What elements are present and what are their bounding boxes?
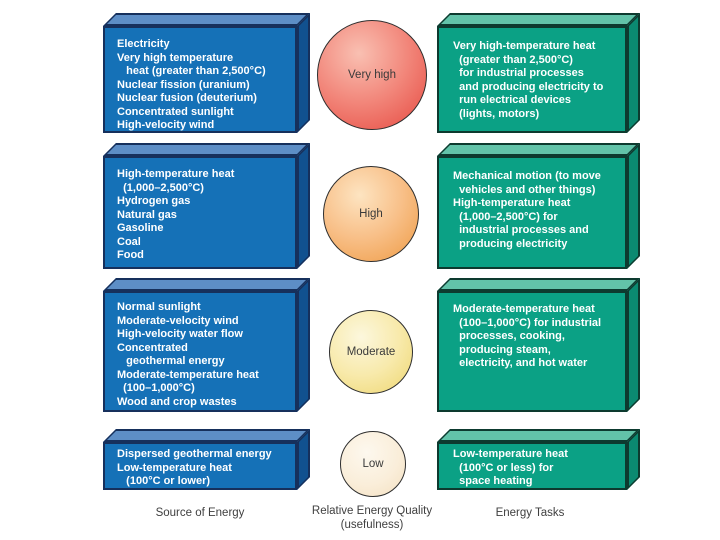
quality-label-low: Low xyxy=(362,458,384,470)
box-side-edge xyxy=(627,13,640,133)
quality-circle-high: High xyxy=(323,166,419,262)
box-side-edge xyxy=(297,429,310,490)
source-list-low: Dispersed geothermal energy Low-temperat… xyxy=(117,448,272,487)
tasks-box-high: Mechanical motion (to move vehicles and … xyxy=(437,143,640,269)
quality-label-moderate: Moderate xyxy=(346,346,396,358)
box-side-edge xyxy=(627,429,640,490)
box-top-edge xyxy=(103,143,310,156)
column-label-source-of-energy: Source of Energy xyxy=(155,507,245,519)
box-face: Very high-temperature heat (greater than… xyxy=(437,26,627,133)
tasks-list-high: Mechanical motion (to move vehicles and … xyxy=(453,170,601,250)
box-face: Electricity Very high temperature heat (… xyxy=(103,26,297,133)
box-side-edge xyxy=(297,13,310,133)
tasks-list-low: Low-temperature heat (100°C or less) for… xyxy=(453,448,568,487)
tasks-box-very-high: Very high-temperature heat (greater than… xyxy=(437,13,640,133)
box-top-edge xyxy=(437,13,640,26)
box-face: Mechanical motion (to move vehicles and … xyxy=(437,156,627,269)
tasks-box-low: Low-temperature heat (100°C or less) for… xyxy=(437,429,640,490)
box-face: Normal sunlight Moderate-velocity wind H… xyxy=(103,291,297,412)
box-face: Low-temperature heat (100°C or less) for… xyxy=(437,442,627,490)
source-list-moderate: Normal sunlight Moderate-velocity wind H… xyxy=(117,301,259,408)
box-side-edge xyxy=(297,143,310,269)
box-top-edge xyxy=(437,143,640,156)
source-box-moderate: Normal sunlight Moderate-velocity wind H… xyxy=(103,278,310,412)
source-box-high: High-temperature heat (1,000–2,500°C) Hy… xyxy=(103,143,310,269)
source-list-very-high: Electricity Very high temperature heat (… xyxy=(117,38,266,131)
box-face: Dispersed geothermal energy Low-temperat… xyxy=(103,442,297,490)
tasks-box-moderate: Moderate-temperature heat (100–1,000°C) … xyxy=(437,278,640,412)
box-top-edge xyxy=(103,278,310,291)
box-top-edge xyxy=(103,429,310,442)
column-label-relative-energy-quality: Relative Energy Quality (usefulness) xyxy=(311,505,433,531)
source-box-low: Dispersed geothermal energy Low-temperat… xyxy=(103,429,310,490)
box-top-edge xyxy=(437,429,640,442)
tasks-list-very-high: Very high-temperature heat (greater than… xyxy=(453,40,604,120)
box-top-edge xyxy=(103,13,310,26)
column-label-energy-tasks: Energy Tasks xyxy=(495,507,565,519)
box-side-edge xyxy=(627,143,640,269)
box-face: Moderate-temperature heat (100–1,000°C) … xyxy=(437,291,627,412)
box-top-edge xyxy=(437,278,640,291)
tasks-list-moderate: Moderate-temperature heat (100–1,000°C) … xyxy=(453,303,602,369)
box-side-edge xyxy=(297,278,310,412)
source-list-high: High-temperature heat (1,000–2,500°C) Hy… xyxy=(117,168,235,261)
box-face: High-temperature heat (1,000–2,500°C) Hy… xyxy=(103,156,297,269)
box-side-edge xyxy=(627,278,640,412)
quality-label-very-high: Very high xyxy=(348,69,396,81)
quality-circle-low: Low xyxy=(340,431,406,497)
quality-label-high: High xyxy=(359,208,383,220)
quality-circle-very-high: Very high xyxy=(317,20,427,130)
source-box-very-high: Electricity Very high temperature heat (… xyxy=(103,13,310,133)
quality-circle-moderate: Moderate xyxy=(329,310,413,394)
